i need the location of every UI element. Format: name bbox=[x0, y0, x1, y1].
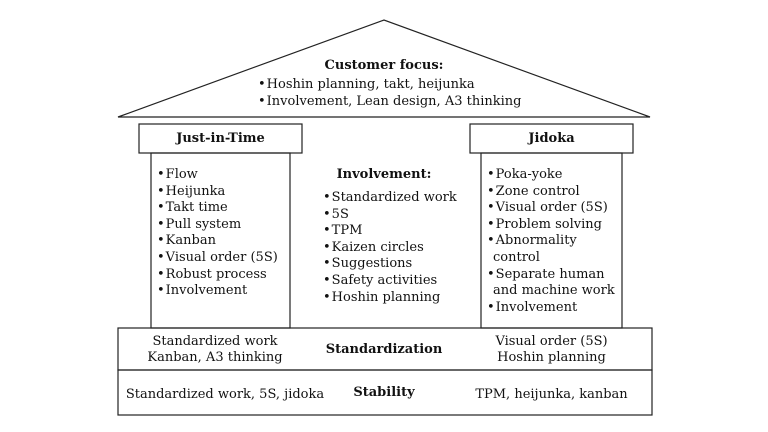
bullet-icon: • bbox=[157, 266, 165, 282]
center-list: •Standardized work •5S •TPM •Kaizen circ… bbox=[323, 190, 457, 306]
list-item: •Zone control bbox=[487, 183, 580, 199]
bullet-icon: • bbox=[323, 256, 331, 272]
roof-title: Customer focus: bbox=[324, 58, 444, 73]
bullet-icon: • bbox=[157, 200, 165, 216]
bullet-icon: • bbox=[157, 233, 165, 249]
list-item: •Separate human bbox=[487, 266, 605, 282]
list-item: •Involvement bbox=[157, 283, 248, 299]
list-item: •Involvement, Lean design, A3 thinking bbox=[258, 93, 522, 109]
stability-left: Standardized work, 5S, jidoka bbox=[125, 387, 325, 402]
bullet-icon: • bbox=[323, 223, 331, 239]
bullet-icon: • bbox=[487, 216, 495, 232]
bullet-icon: • bbox=[258, 77, 266, 92]
left-pillar-title: Just-in-Time bbox=[176, 131, 265, 146]
bullet-icon: • bbox=[487, 183, 495, 199]
list-item: •Visual order (5S) bbox=[487, 200, 608, 216]
center-title: Involvement: bbox=[336, 167, 432, 182]
list-item: •Problem solving bbox=[487, 216, 602, 232]
bullet-icon: • bbox=[323, 206, 331, 222]
list-item: •Hoshin planning, takt, heijunka bbox=[258, 77, 475, 92]
bullet-icon: • bbox=[323, 190, 331, 205]
bullet-icon: • bbox=[157, 216, 165, 232]
roof-list: •Hoshin planning, takt, heijunka •Involv… bbox=[258, 77, 521, 110]
bullet-icon: • bbox=[157, 183, 165, 199]
list-item: •Involvement bbox=[487, 299, 578, 315]
bullet-icon: • bbox=[157, 249, 165, 265]
standardization-label: Standardization bbox=[325, 342, 443, 357]
list-item: •TPM bbox=[323, 223, 363, 239]
list-item: and machine work bbox=[493, 283, 615, 299]
standardization-right-line-1: Visual order (5S) bbox=[495, 334, 608, 349]
bullet-icon: • bbox=[157, 283, 165, 299]
bullet-icon: • bbox=[487, 299, 495, 315]
list-item: •Visual order (5S) bbox=[157, 249, 278, 265]
stability-right: TPM, heijunka, kanban bbox=[475, 387, 628, 402]
bullet-icon: • bbox=[323, 272, 331, 288]
standardization-right-line-2: Hoshin planning bbox=[497, 350, 606, 365]
standardization-left-line-2: Kanban, A3 thinking bbox=[147, 350, 283, 365]
right-pillar-title: Jidoka bbox=[528, 131, 575, 146]
list-item: •Suggestions bbox=[323, 256, 413, 272]
list-item: •Heijunka bbox=[157, 183, 226, 199]
list-item: •Hoshin planning bbox=[323, 289, 441, 305]
bullet-icon: • bbox=[487, 233, 495, 249]
roof-triangle bbox=[117, 19, 651, 118]
bullet-icon: • bbox=[323, 239, 331, 255]
bullet-icon: • bbox=[487, 167, 495, 182]
stability-band bbox=[117, 369, 653, 416]
bullet-icon: • bbox=[487, 200, 495, 216]
bullet-icon: • bbox=[487, 266, 495, 282]
list-item: •Kaizen circles bbox=[323, 239, 424, 255]
bullet-icon: • bbox=[258, 93, 266, 109]
list-item: •Standardized work bbox=[323, 190, 457, 205]
list-item: •Takt time bbox=[157, 200, 228, 216]
list-item: control bbox=[493, 249, 540, 265]
list-item: •Pull system bbox=[157, 216, 242, 232]
list-item: •Robust process bbox=[157, 266, 267, 282]
stability-label: Stability bbox=[353, 385, 415, 400]
list-item: •Flow bbox=[157, 167, 198, 182]
bullet-icon: • bbox=[323, 289, 331, 305]
list-item: •Safety activities bbox=[323, 272, 438, 288]
bullet-icon: • bbox=[157, 167, 165, 182]
left-pillar-list: •Flow •Heijunka •Takt time •Pull system … bbox=[157, 167, 278, 300]
list-item: •Abnormality bbox=[487, 233, 577, 249]
right-pillar-list: •Poka-yoke •Zone control •Visual order (… bbox=[487, 167, 615, 316]
standardization-left-line-1: Standardized work bbox=[152, 334, 278, 349]
list-item: •Poka-yoke bbox=[487, 167, 563, 182]
list-item: •5S bbox=[323, 206, 349, 222]
list-item: •Kanban bbox=[157, 233, 216, 249]
